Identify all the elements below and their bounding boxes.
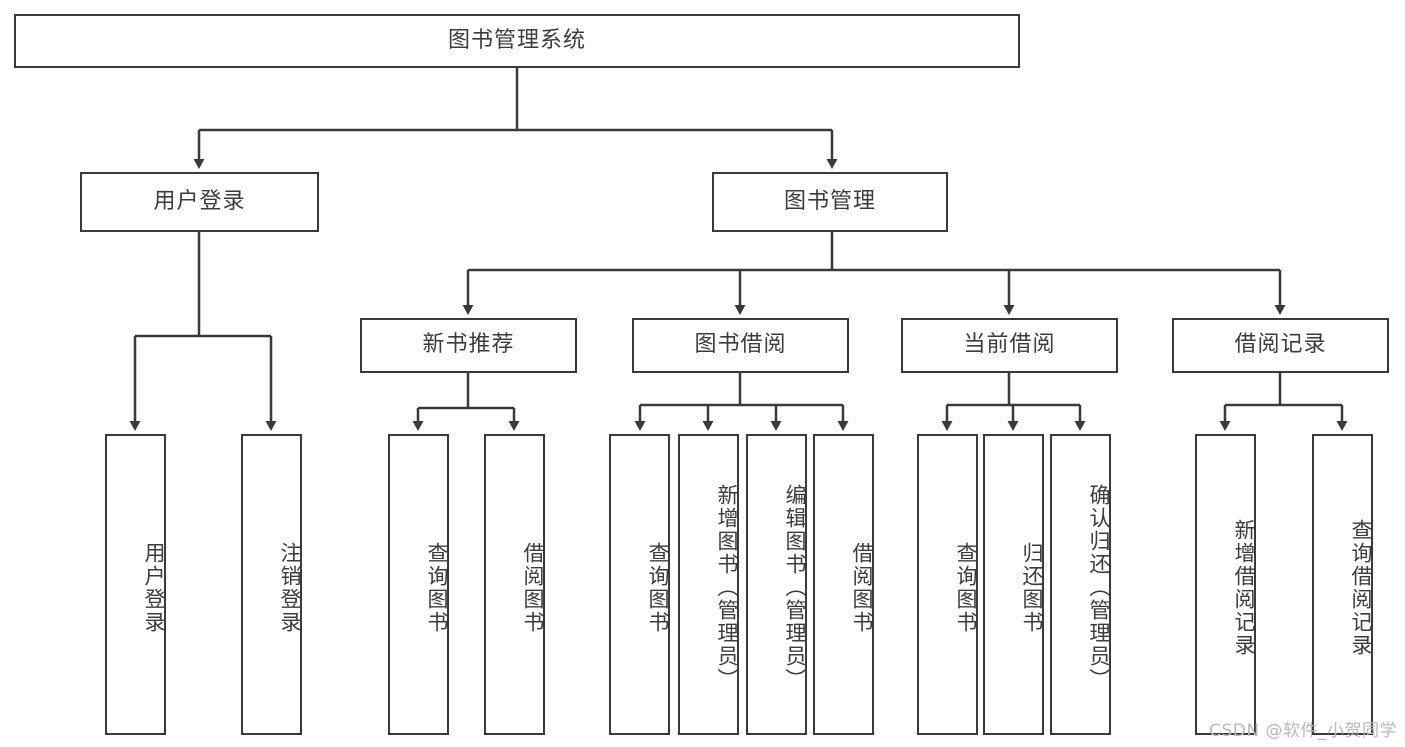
node-label: 新增借阅记录 [1232, 518, 1256, 657]
leaf-current-borrow-return[interactable]: 归还图书 [983, 434, 1044, 735]
leaf-current-borrow-query[interactable]: 查询图书 [917, 434, 978, 735]
node-label: 借阅记录 [1234, 332, 1327, 358]
node-new-book-recommend[interactable]: 新书推荐 [360, 318, 577, 373]
node-current-borrow[interactable]: 当前借阅 [901, 318, 1118, 373]
watermark-text: CSDN @软件_小贺同学 [1209, 721, 1397, 741]
node-label: 用户登录 [142, 541, 166, 634]
node-book-borrow[interactable]: 图书借阅 [632, 318, 849, 373]
node-label: 查询借阅记录 [1349, 518, 1373, 657]
node-label: 查询图书 [646, 541, 670, 634]
leaf-new-book-borrow[interactable]: 借阅图书 [484, 434, 545, 735]
node-label: 确认归还（管理员） [1087, 484, 1111, 691]
node-label: 借阅图书 [850, 541, 874, 634]
node-book-management[interactable]: 图书管理 [712, 172, 948, 232]
node-label: 借阅图书 [521, 541, 545, 634]
node-label: 新书推荐 [422, 332, 515, 358]
node-label: 编辑图书（管理员） [783, 484, 807, 691]
leaf-current-borrow-confirm-return-admin[interactable]: 确认归还（管理员） [1050, 434, 1111, 735]
leaf-borrow-record-add[interactable]: 新增借阅记录 [1195, 434, 1256, 735]
node-label: 查询图书 [954, 541, 978, 634]
leaf-borrow-record-query[interactable]: 查询借阅记录 [1312, 434, 1373, 735]
leaf-user-login-login[interactable]: 用户登录 [105, 434, 166, 735]
leaf-book-borrow-add-admin[interactable]: 新增图书（管理员） [678, 434, 739, 735]
node-user-login[interactable]: 用户登录 [80, 172, 319, 232]
leaf-user-login-logout[interactable]: 注销登录 [241, 434, 302, 735]
leaf-book-borrow-edit-admin[interactable]: 编辑图书（管理员） [746, 434, 807, 735]
leaf-book-borrow-borrow[interactable]: 借阅图书 [813, 434, 874, 735]
node-label: 归还图书 [1020, 541, 1044, 634]
node-label: 图书管理系统 [447, 27, 586, 53]
node-borrow-record[interactable]: 借阅记录 [1172, 318, 1389, 373]
node-label: 注销登录 [278, 541, 302, 634]
leaf-new-book-query[interactable]: 查询图书 [388, 434, 449, 735]
node-label: 查询图书 [425, 541, 449, 634]
node-label: 用户登录 [153, 188, 246, 214]
node-root-book-management-system[interactable]: 图书管理系统 [14, 14, 1020, 68]
node-label: 图书借阅 [694, 332, 787, 358]
node-label: 图书管理 [783, 188, 876, 214]
node-label: 新增图书（管理员） [715, 484, 739, 691]
node-label: 当前借阅 [963, 332, 1056, 358]
leaf-book-borrow-query[interactable]: 查询图书 [609, 434, 670, 735]
